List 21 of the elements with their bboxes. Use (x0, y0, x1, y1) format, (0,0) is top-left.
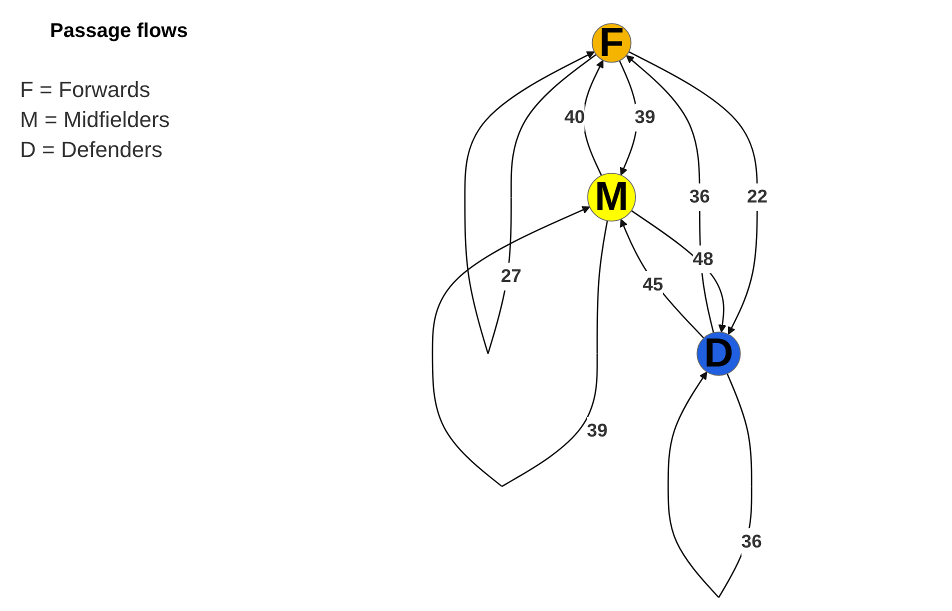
edge-label: 36 (689, 187, 710, 208)
edge-label: 36 (741, 532, 762, 552)
arrow (620, 218, 704, 339)
edge-label: 39 (586, 420, 608, 442)
node-circle: F (592, 23, 632, 63)
arrow (630, 210, 726, 333)
arrow (432, 206, 608, 487)
key-note: D = Defenders (20, 137, 162, 163)
node-circle: M (587, 172, 636, 222)
edge-label: 22 (746, 187, 768, 208)
node-circle: D (696, 332, 741, 376)
arrow (628, 51, 758, 335)
edge-label: 39 (634, 107, 656, 128)
edge-label: 40 (564, 107, 585, 128)
edge-label: 45 (642, 274, 664, 295)
arrow (626, 55, 714, 333)
key-note: F = Forwards (20, 77, 150, 103)
diagram-title: Passage flows (50, 20, 188, 43)
key-note: M = Midfielders (20, 107, 170, 133)
edge-label: 27 (500, 266, 522, 287)
edge-label: 48 (692, 249, 714, 270)
